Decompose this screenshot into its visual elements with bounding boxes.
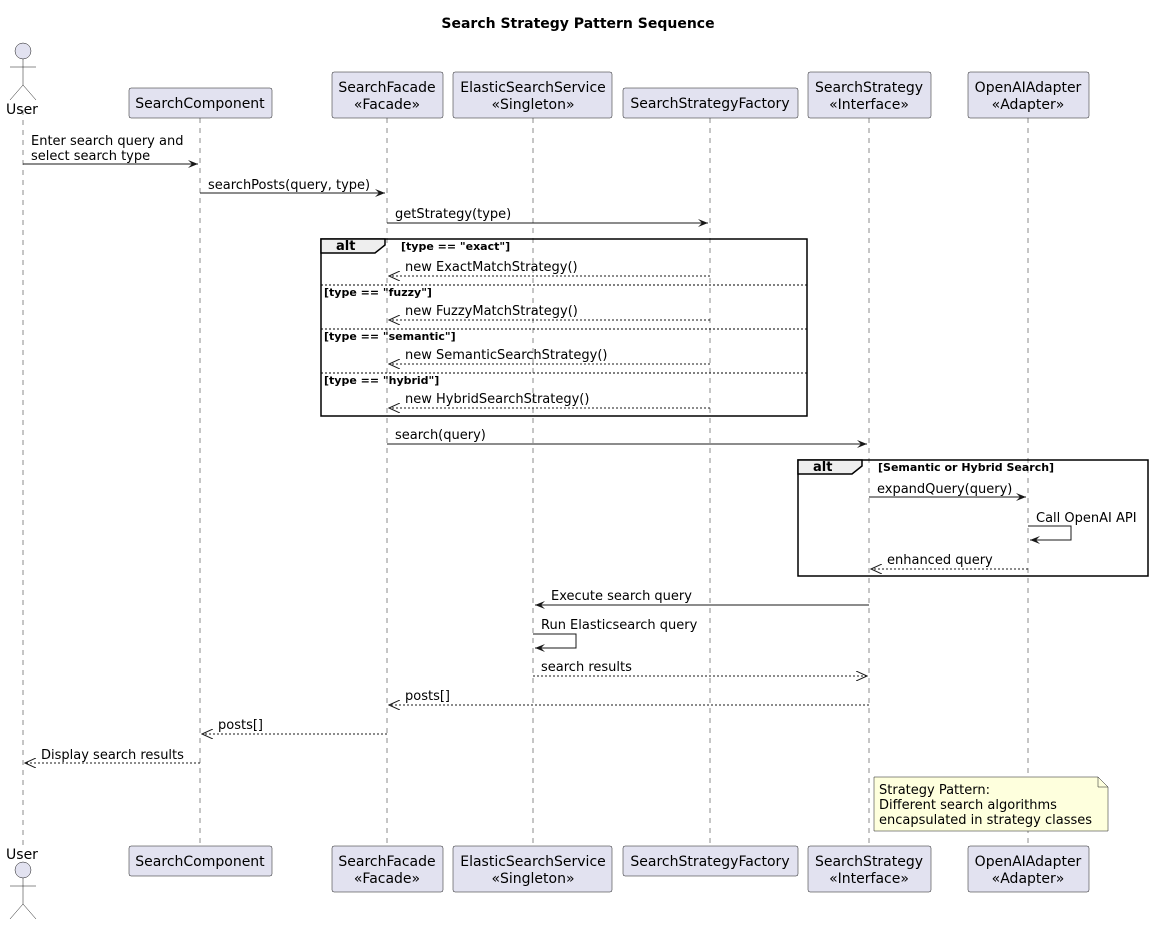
participant-elastic-service-stereotype: «Singleton» bbox=[491, 97, 574, 113]
participant-box bbox=[128, 845, 273, 877]
message-label: posts[] bbox=[218, 718, 263, 733]
participant-search-facade-label: SearchFacade bbox=[338, 854, 435, 870]
message-label: posts[] bbox=[405, 689, 450, 704]
participant-openai-adapter-top: OpenAIAdapter «Adapter» bbox=[967, 71, 1090, 119]
message-label: search results bbox=[541, 660, 632, 675]
participant-strategy-factory-label: SearchStrategyFactory bbox=[630, 96, 789, 112]
message-label: enhanced query bbox=[887, 553, 993, 568]
participant-elastic-service-top: ElasticSearchService «Singleton» bbox=[452, 71, 613, 119]
participant-search-facade-label: SearchFacade bbox=[338, 80, 435, 96]
participant-search-facade-stereotype: «Facade» bbox=[354, 871, 420, 887]
participant-box bbox=[331, 845, 444, 893]
message-label: Run Elasticsearch query bbox=[541, 618, 698, 633]
participant-box bbox=[452, 71, 613, 119]
participant-user-label: User bbox=[6, 847, 38, 863]
message-label: select search type bbox=[31, 149, 150, 164]
participant-box bbox=[622, 87, 799, 119]
message-label: new HybridSearchStrategy() bbox=[405, 392, 589, 407]
alt-frame-strategy-selection: alt [type == "exact"] [type == "fuzzy"] … bbox=[320, 238, 808, 417]
participant-search-component-label: SearchComponent bbox=[135, 854, 265, 870]
participant-box bbox=[967, 845, 1090, 893]
participant-search-strategy-label: SearchStrategy bbox=[815, 80, 923, 96]
participant-strategy-factory-label: SearchStrategyFactory bbox=[630, 854, 789, 870]
alt-guard: [type == "semantic"] bbox=[324, 330, 456, 343]
alt-frame bbox=[797, 459, 1149, 577]
alt-guard: [type == "hybrid"] bbox=[324, 374, 439, 387]
participant-openai-adapter-label: OpenAIAdapter bbox=[975, 854, 1082, 870]
alt-frame-tab bbox=[797, 459, 863, 475]
participant-search-facade-bottom: SearchFacade «Facade» bbox=[331, 845, 444, 893]
self-message-arrow bbox=[1028, 525, 1072, 544]
participant-openai-adapter-label: OpenAIAdapter bbox=[975, 80, 1082, 96]
participant-box bbox=[452, 845, 613, 893]
lifelines bbox=[22, 110, 1029, 850]
participant-strategy-factory-bottom: SearchStrategyFactory bbox=[622, 845, 799, 877]
alt-guard: [Semantic or Hybrid Search] bbox=[878, 461, 1054, 474]
participant-elastic-service-label: ElasticSearchService bbox=[460, 80, 606, 96]
participants-bottom: User SearchComponent SearchFacade «Facad… bbox=[6, 845, 1090, 920]
participant-box bbox=[807, 845, 932, 893]
participant-search-strategy-stereotype: «Interface» bbox=[829, 97, 909, 113]
message-label: new FuzzyMatchStrategy() bbox=[405, 304, 578, 319]
participant-search-component-top: SearchComponent bbox=[128, 87, 273, 119]
participant-search-component-label: SearchComponent bbox=[135, 96, 265, 112]
message-label: Enter search query and bbox=[31, 134, 183, 149]
participant-search-facade-stereotype: «Facade» bbox=[354, 97, 420, 113]
actor-icon bbox=[14, 42, 32, 60]
participant-box bbox=[967, 71, 1090, 119]
message-label: Execute search query bbox=[551, 589, 692, 604]
note-line: encapsulated in strategy classes bbox=[879, 813, 1092, 828]
message-label: expandQuery(query) bbox=[877, 482, 1012, 497]
alt-frame-label: alt bbox=[813, 460, 832, 475]
actor-icon bbox=[14, 861, 32, 879]
message-label: new SemanticSearchStrategy() bbox=[405, 348, 607, 363]
alt-frame-label: alt bbox=[336, 239, 355, 254]
participant-box bbox=[331, 71, 444, 119]
actor-user-bottom: User bbox=[6, 847, 38, 920]
participant-search-strategy-top: SearchStrategy «Interface» bbox=[807, 71, 932, 119]
participant-elastic-service-label: ElasticSearchService bbox=[460, 854, 606, 870]
note-box bbox=[873, 776, 1109, 832]
actor-user-top: User bbox=[6, 42, 38, 118]
participant-openai-adapter-bottom: OpenAIAdapter «Adapter» bbox=[967, 845, 1090, 893]
participant-search-strategy-bottom: SearchStrategy «Interface» bbox=[807, 845, 932, 893]
participant-search-strategy-label: SearchStrategy bbox=[815, 854, 923, 870]
participant-search-strategy-stereotype: «Interface» bbox=[829, 871, 909, 887]
participants-top: User SearchComponent SearchFacade «Facad… bbox=[6, 42, 1090, 119]
participant-box bbox=[807, 71, 932, 119]
note-line: Strategy Pattern: bbox=[879, 783, 990, 798]
messages: Enter search query and select search typ… bbox=[23, 134, 1137, 763]
message-label: search(query) bbox=[395, 428, 486, 443]
participant-user-label: User bbox=[6, 102, 38, 118]
participant-search-facade-top: SearchFacade «Facade» bbox=[331, 71, 444, 119]
diagram-title: Search Strategy Pattern Sequence bbox=[441, 16, 714, 32]
alt-frame-query-expansion: alt [Semantic or Hybrid Search] bbox=[797, 459, 1149, 577]
alt-frame bbox=[320, 238, 808, 417]
message-label: Display search results bbox=[41, 748, 184, 763]
participant-openai-adapter-stereotype: «Adapter» bbox=[992, 97, 1065, 113]
participant-strategy-factory-top: SearchStrategyFactory bbox=[622, 87, 799, 119]
message-label: new ExactMatchStrategy() bbox=[405, 260, 578, 275]
participant-box bbox=[128, 87, 273, 119]
message-label: Call OpenAI API bbox=[1036, 511, 1137, 526]
self-message-arrow bbox=[533, 633, 577, 652]
message-label: searchPosts(query, type) bbox=[208, 178, 370, 193]
alt-guard: [type == "exact"] bbox=[401, 240, 510, 253]
participant-elastic-service-stereotype: «Singleton» bbox=[491, 871, 574, 887]
message-label: getStrategy(type) bbox=[395, 207, 511, 222]
participant-box bbox=[622, 845, 799, 877]
alt-guard: [type == "fuzzy"] bbox=[324, 286, 432, 299]
note-line: Different search algorithms bbox=[879, 798, 1057, 813]
participant-openai-adapter-stereotype: «Adapter» bbox=[992, 871, 1065, 887]
participant-search-component-bottom: SearchComponent bbox=[128, 845, 273, 877]
participant-elastic-service-bottom: ElasticSearchService «Singleton» bbox=[452, 845, 613, 893]
strategy-note: Strategy Pattern: Different search algor… bbox=[873, 776, 1109, 832]
alt-frame-tab bbox=[320, 238, 386, 254]
